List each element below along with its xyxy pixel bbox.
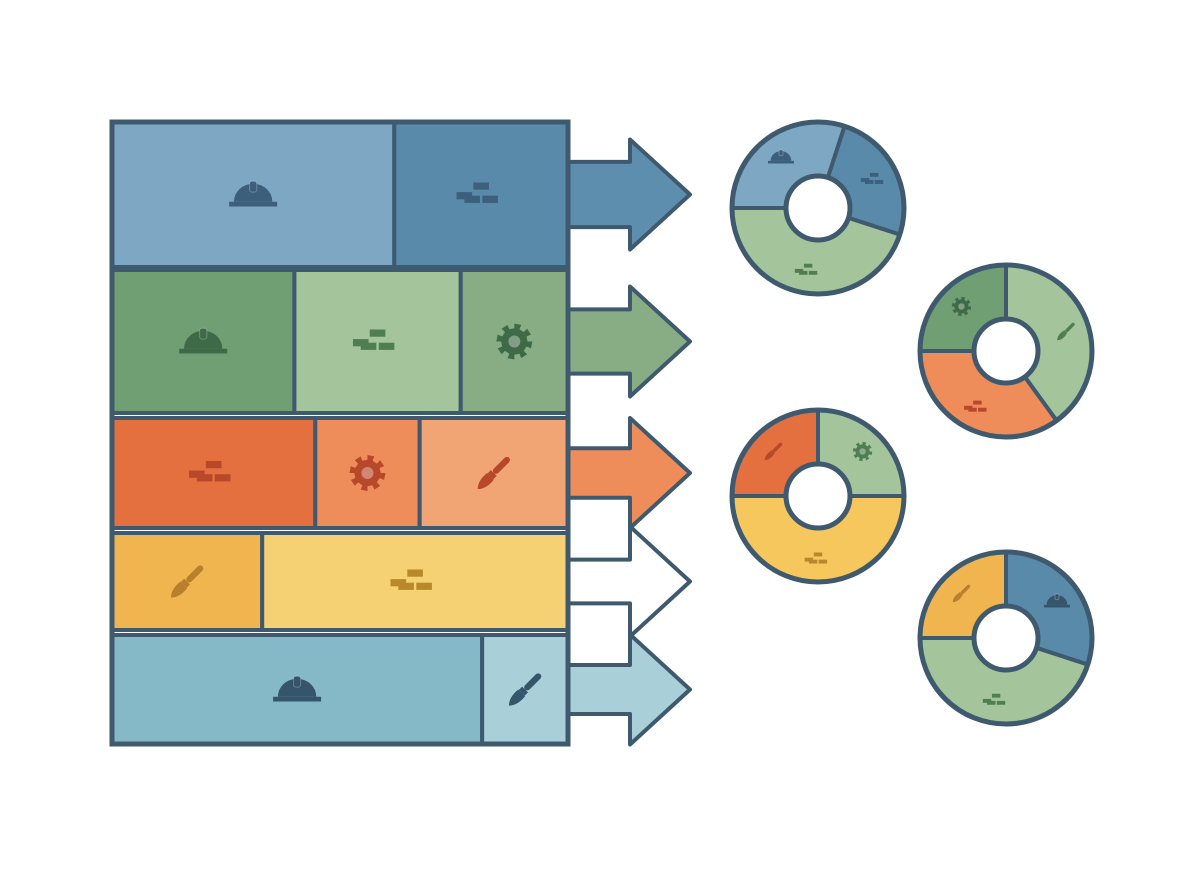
brush-icon (764, 442, 783, 461)
stack-row-green (110, 268, 570, 415)
bricks-icon (352, 329, 395, 350)
donut-4-rim (917, 549, 1095, 727)
stack-row-blue (110, 120, 570, 269)
brush-icon (477, 456, 511, 490)
donut-2-hole (971, 316, 1041, 386)
hardhat-icon (767, 149, 794, 164)
brush-icon (1057, 322, 1075, 341)
bricks-icon (804, 552, 828, 564)
bricks-icon (189, 461, 231, 482)
stack-row-light-blue (110, 633, 570, 746)
arrow-green (562, 284, 692, 399)
tile-orange-1 (110, 416, 318, 530)
tile-yellow-2 (260, 531, 570, 632)
brush-icon (952, 584, 971, 603)
gear-icon (496, 323, 533, 360)
hardhat-icon (1043, 593, 1070, 608)
stack-row-orange (110, 416, 571, 530)
arrow-blue (562, 137, 692, 252)
bricks-icon (860, 172, 884, 184)
bricks-icon (794, 263, 818, 275)
arrow-light-blue (562, 632, 692, 747)
stack-frame (109, 119, 571, 747)
donut-3-rim (729, 407, 907, 585)
bricks-icon (982, 693, 1006, 705)
donut-2-rim (917, 262, 1095, 440)
brush-icon (170, 565, 204, 598)
hardhat-icon (229, 180, 278, 207)
donut-3-hole (783, 461, 853, 531)
donut-4 (917, 549, 1095, 727)
donut-4-hole (971, 603, 1041, 673)
gear-icon (852, 441, 873, 462)
gear-icon (349, 455, 386, 491)
donut-2 (917, 262, 1095, 440)
arrow-yellow (562, 524, 692, 639)
donut-1 (729, 119, 907, 297)
arrow-orange (562, 416, 692, 530)
hardhat-icon (273, 675, 322, 702)
donut-1-rim (729, 119, 907, 297)
allocation-donuts (729, 119, 1095, 727)
task-stack (109, 119, 571, 747)
stack-row-yellow (110, 531, 570, 632)
donut-1-hole (783, 173, 853, 243)
hardhat-icon (179, 327, 228, 354)
bricks-icon (390, 569, 432, 590)
gear-icon (951, 296, 972, 317)
donut-3 (729, 407, 907, 585)
tile-green-2 (292, 268, 463, 415)
tile-blue-2 (392, 120, 570, 269)
brush-icon (508, 673, 542, 706)
bricks-icon (456, 182, 498, 203)
arrows-layer (562, 137, 692, 747)
bricks-icon (964, 400, 987, 412)
